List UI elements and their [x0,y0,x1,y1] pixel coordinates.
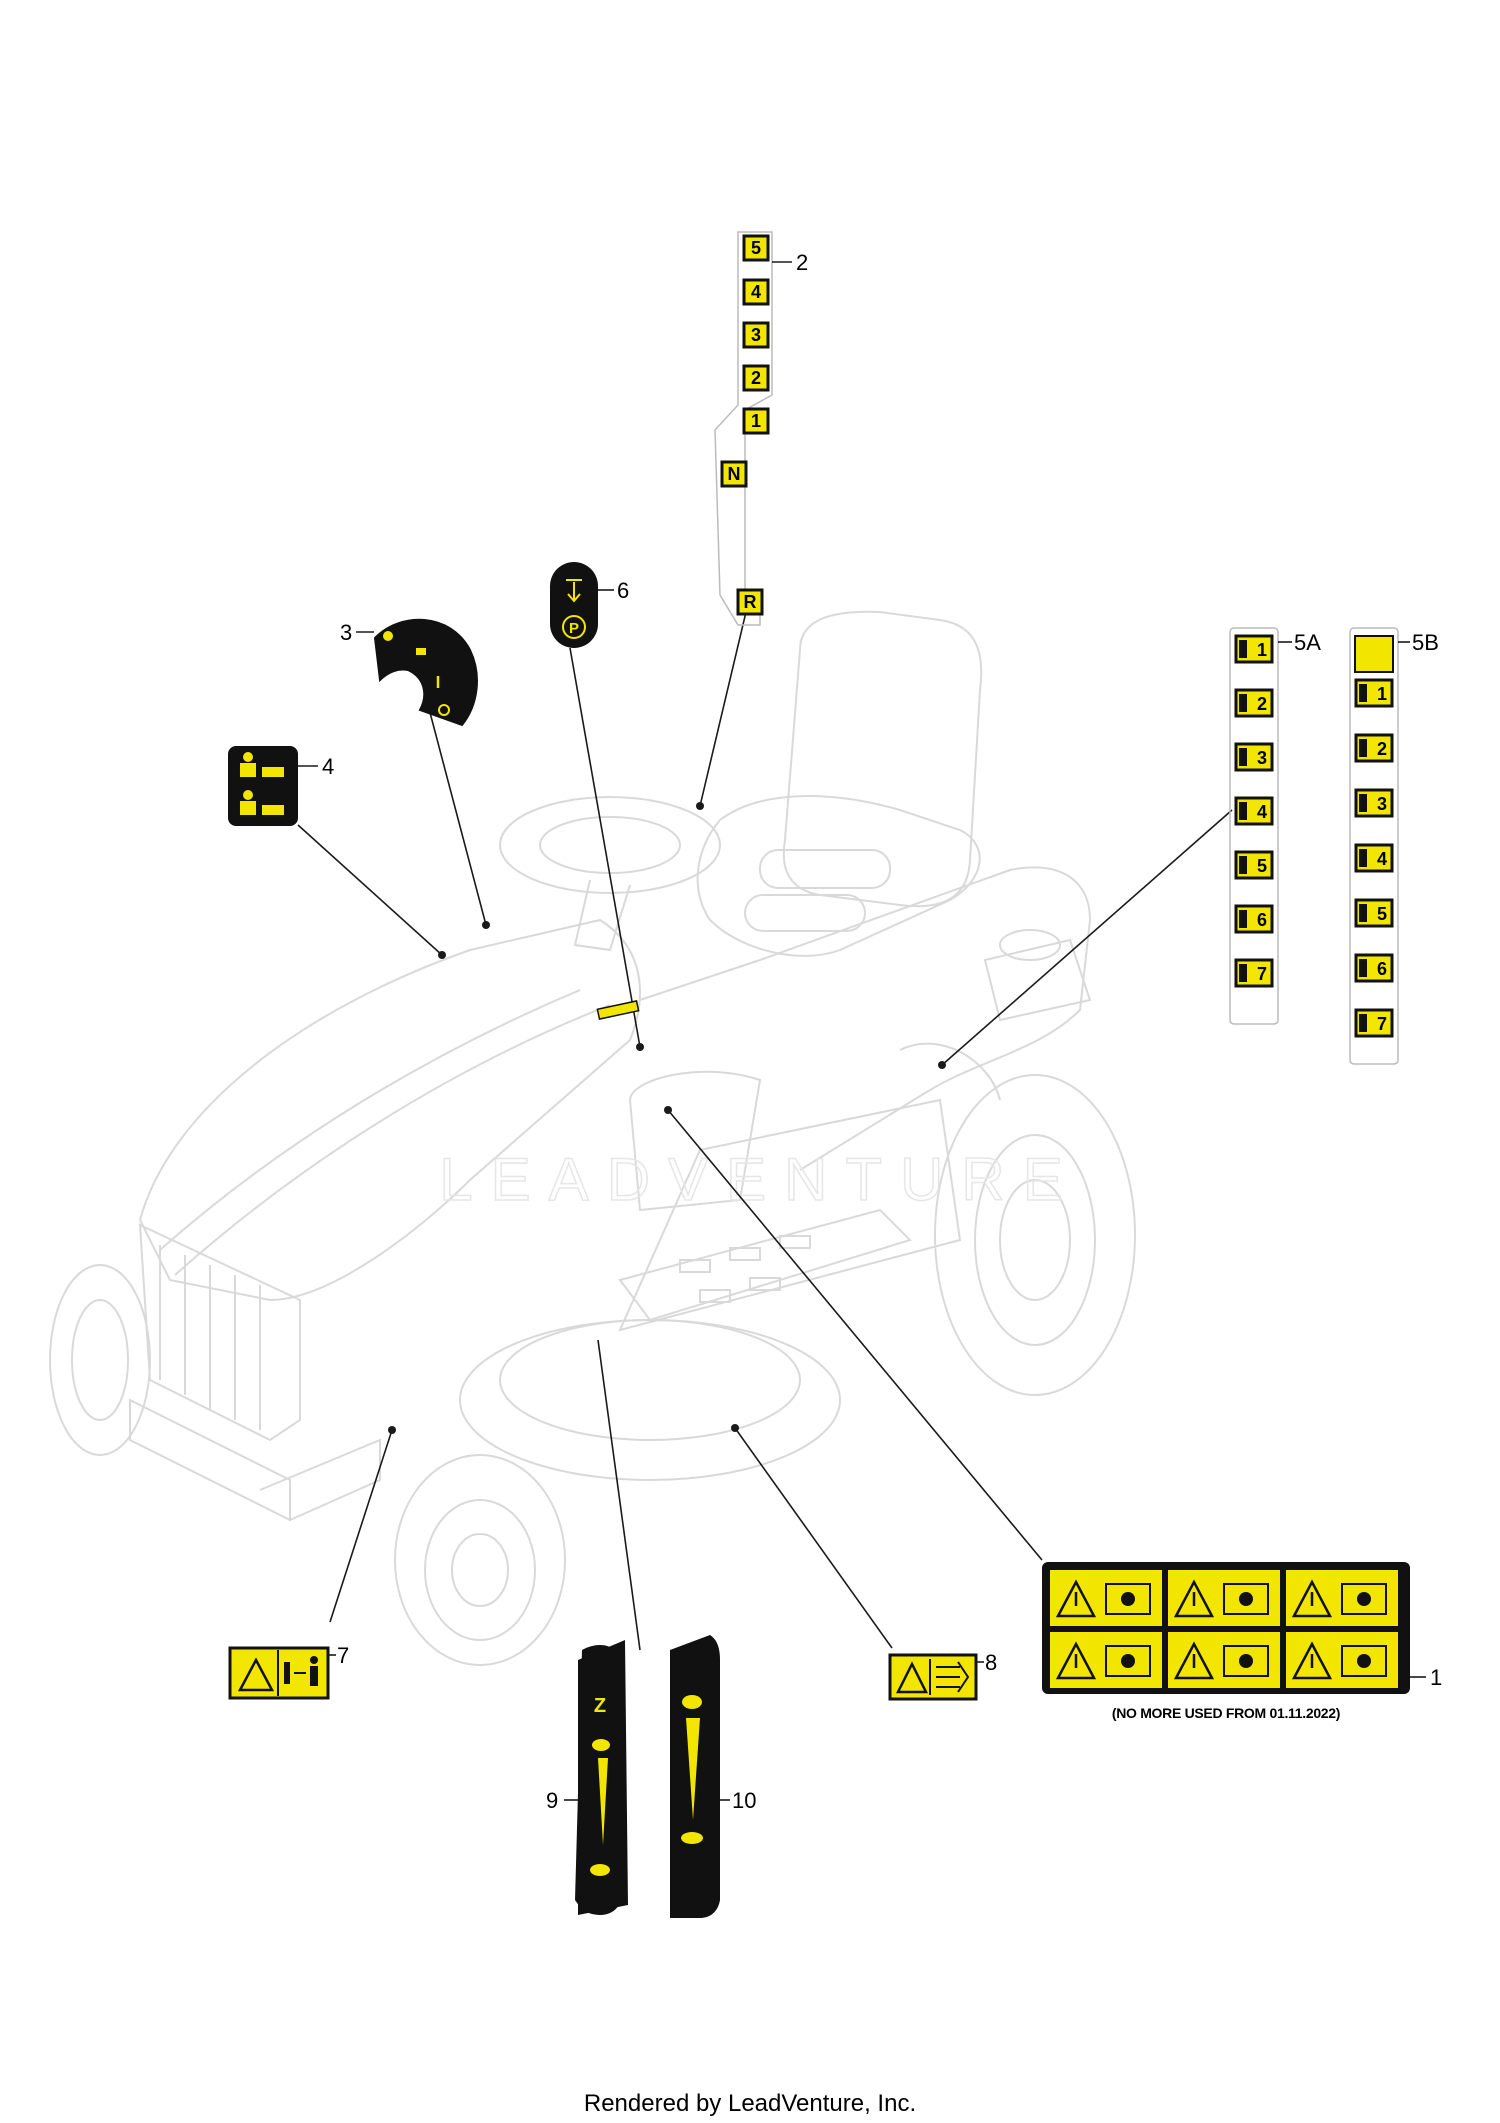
5b-level-label: 1 [1377,684,1387,704]
5b-level-label: 3 [1377,794,1387,814]
speed-ramp-icon [686,1718,700,1820]
decal-5a-height-strip: 1 2 3 4 5 6 7 [1229,627,1279,1025]
operator-seat-icon [240,752,284,815]
gear-5-label: 5 [751,238,761,258]
sleep-z-icon: Z [594,1695,606,1717]
5a-level-3: 3 [1234,742,1274,772]
height-adjust-icon [1354,635,1394,673]
arrow-down-icon [566,579,582,603]
5a-level-label: 2 [1257,694,1267,714]
gear-5: 5 [742,234,770,262]
leader-lines [297,611,1233,1651]
decal-9-speed-strip: Z [575,1640,628,1915]
decal-2-gear-strip: 5 4 3 2 1N R [714,231,773,626]
gear-N-label: N [728,464,741,484]
gear-R: R [736,588,764,616]
gear-1-label: 1 [751,411,761,431]
gear-2-label: 2 [751,368,761,388]
5a-level-label: 6 [1257,910,1267,930]
5b-level-1: 1 [1354,678,1394,708]
5a-level-7: 7 [1234,958,1274,988]
5b-level-label: 6 [1377,959,1387,979]
decal-6-park-brake: P [550,562,598,648]
decal-3-ignition [373,618,478,727]
callout-6: 6 [617,578,629,603]
5a-level-5: 5 [1234,850,1274,880]
5b-level-label: 5 [1377,904,1387,924]
decal-4-operator-presence [228,746,298,826]
callout-2: 2 [796,250,808,275]
callout-9: 9 [546,1788,558,1813]
5b-level-label: 7 [1377,1014,1387,1034]
warning-triangle-icon [237,1657,275,1692]
ignition-start-icon [438,704,450,716]
warning-keep-distance-icon [1286,1570,1398,1626]
callout-1: 1 [1430,1665,1442,1690]
5a-level-4: 4 [1234,796,1274,826]
5b-level-4: 4 [1354,843,1394,873]
callout-10: 10 [732,1788,756,1813]
callout-4: 4 [322,754,334,779]
callout-5b: 5B [1412,630,1439,655]
decal-7-warning [228,1646,330,1700]
gear-4-label: 4 [751,282,761,302]
5a-level-label: 3 [1257,748,1267,768]
warning-bystander-icon [1286,1632,1398,1688]
warning-general-icon [1050,1632,1162,1688]
lawn-tractor-outline [49,610,1136,1666]
gear-3-label: 3 [751,325,761,345]
ignition-light-icon [416,648,426,655]
speed-ramp-icon [598,1758,608,1845]
warning-blade-hazard-icon [1168,1570,1280,1626]
warning-slope-hazard-icon [1168,1632,1280,1688]
callout-labels: 1 2 3 4 5A 5B 6 7 8 9 10 [298,250,1442,1813]
5b-level-label: 4 [1377,849,1387,869]
tortoise-icon [590,1864,610,1876]
warning-triangle-icon [895,1661,929,1694]
5b-level-label: 2 [1377,739,1387,759]
5a-level-label: 7 [1257,964,1267,984]
5a-level-6: 6 [1234,904,1274,934]
decal-8-warning [888,1653,978,1701]
park-icon [562,615,586,639]
5a-level-label: 5 [1257,856,1267,876]
tortoise-icon [681,1832,703,1844]
gear-2: 2 [742,364,770,392]
decal-10-speed-strip [670,1635,720,1918]
5a-level-2: 2 [1234,688,1274,718]
footer-credit: Rendered by LeadVenture, Inc. [583,2090,917,2117]
5b-level-7: 7 [1354,1008,1394,1038]
manual-list-icon [936,1661,970,1693]
5b-level-2: 2 [1354,733,1394,763]
park-letter: P [569,620,579,637]
keep-distance-icon [284,1656,318,1686]
gear-1: 1 [742,407,770,435]
5a-level-label: 4 [1257,802,1267,822]
decal-1-safety-panel: (NO MORE USED FROM 01.11.2022) [1042,1562,1410,1721]
5b-level-3: 3 [1354,788,1394,818]
5a-level-label: 1 [1257,640,1267,660]
decal-1-note: (NO MORE USED FROM 01.11.2022) [1112,1705,1340,1721]
gear-3: 3 [742,321,770,349]
callout-3: 3 [340,620,352,645]
5b-level-5: 5 [1354,898,1394,928]
hare-icon [592,1739,610,1751]
callout-7: 7 [337,1643,349,1668]
ignition-off-icon [383,631,393,641]
5b-level-6: 6 [1354,953,1394,983]
warning-read-manual-icon [1050,1570,1162,1626]
hare-icon [682,1695,702,1709]
callout-8: 8 [985,1650,997,1675]
gear-R-label: R [744,592,757,612]
callout-5a: 5A [1294,630,1321,655]
gear-4: 4 [742,278,770,306]
5a-level-1: 1 [1234,634,1274,664]
watermark: LEADVENTURE [439,1146,1080,1213]
decal-5b-height-strip: 1 2 3 4 5 6 7 [1349,627,1399,1065]
gear-N: N [720,460,748,488]
